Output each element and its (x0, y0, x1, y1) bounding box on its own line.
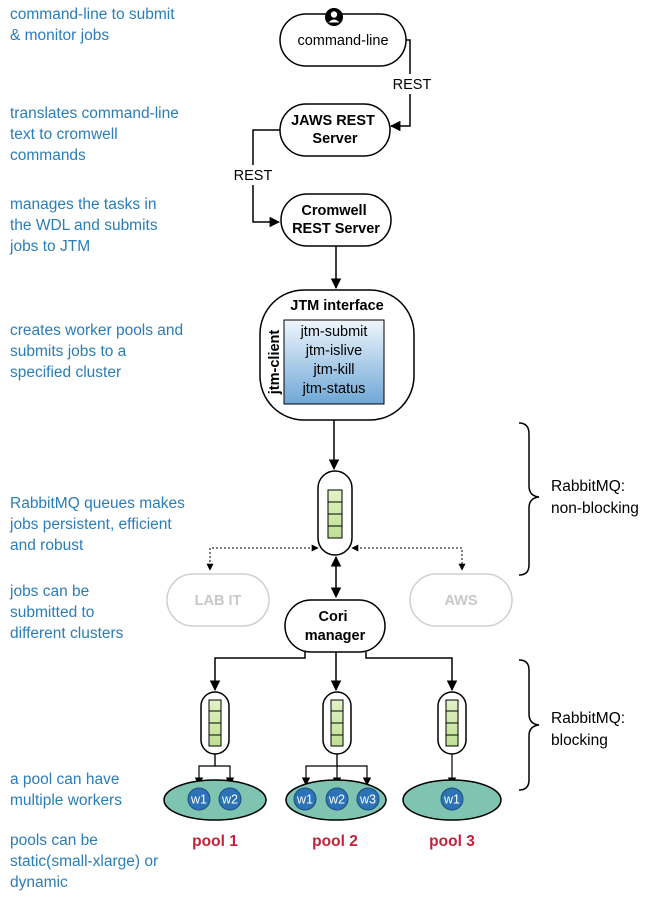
jtm-interface-title: JTM interface (290, 298, 383, 314)
description-clusters: jobs can be submitted to different clust… (9, 583, 124, 642)
jtm-client-label: jtm-client (267, 330, 283, 396)
pool-1-worker-2 (218, 787, 242, 811)
description-rabbitmq: RabbitMQ queues makes jobs persistent, e… (9, 495, 189, 554)
pool-3: w1 pool 3 (402, 691, 502, 850)
jtm-command-islive: jtm-islive (305, 343, 362, 359)
pool-1-worker-group (163, 779, 267, 821)
pool-3-label: pool 3 (429, 833, 475, 850)
lab-it-label: LAB IT (195, 593, 242, 609)
lab-it-node: LAB IT (166, 573, 270, 627)
pool-1: w1 w2 pool 1 (163, 691, 267, 850)
edge-label-bg (388, 74, 436, 94)
jtm-command-submit: jtm-submit (300, 324, 368, 340)
pool-2-worker-3-label: w3 (359, 793, 376, 807)
pool-2-worker-2 (325, 787, 349, 811)
aws-label: AWS (444, 593, 477, 609)
pool-2: w1 w2 w3 pool 2 (285, 691, 387, 850)
description-pool-types: pools can be static(small-xlarge) or dyn… (10, 832, 162, 891)
brace-blocking (518, 659, 540, 791)
rabbitmq-non-blocking-note: RabbitMQ: non-blocking (551, 478, 639, 517)
command-line-label: command-line (297, 33, 388, 49)
aws-node: AWS (409, 573, 513, 627)
pool-1-worker-2-label: w2 (221, 793, 238, 807)
description-jtm: creates worker pools and submits jobs to… (10, 322, 187, 381)
aws-box (409, 573, 513, 627)
rest-label-1: REST (393, 77, 432, 93)
jtm-command-status: jtm-status (302, 381, 366, 397)
edge-label-bg (229, 165, 277, 185)
jtm-command-list (283, 319, 385, 405)
pool-2-worker-1-label: w1 (296, 793, 313, 807)
jaws-server-box (279, 103, 391, 157)
cori-manager-box (284, 599, 386, 653)
cromwell-server-node: Cromwell REST Server (280, 193, 392, 247)
edge-cori-to-pool1 (209, 652, 306, 692)
pool-1-worker-1 (187, 787, 211, 811)
description-cromwell: manages the tasks in the WDL and submits… (9, 196, 162, 255)
pool-2-worker-1 (293, 787, 317, 811)
jtm-interface-node: JTM interface jtm-client jtm-submit jtm-… (259, 289, 415, 421)
rest-label-2: REST (234, 168, 273, 184)
edge-cori-to-pool3 (365, 652, 458, 692)
description-column: command-line to submit & monitor jobs tr… (9, 6, 189, 891)
pool-3-worker-1 (440, 787, 464, 811)
cromwell-server-label: Cromwell REST Server (292, 203, 380, 237)
jaws-server-label: JAWS REST Server (291, 113, 379, 147)
lab-it-box (166, 573, 270, 627)
jtm-command-kill: jtm-kill (312, 362, 354, 378)
cromwell-server-box (280, 193, 392, 247)
jaws-rest-server-node: JAWS REST Server (279, 103, 391, 157)
pool-1-worker-1-label: w1 (190, 793, 207, 807)
command-line-node: command-line (279, 8, 407, 67)
edge-queue-to-labit (206, 544, 319, 571)
main-queue (317, 470, 353, 556)
pool-2-label: pool 2 (312, 833, 358, 850)
cori-manager-node: Cori manager (284, 599, 386, 653)
pool-3-worker-1-label: w1 (443, 793, 460, 807)
description-jaws-server: translates command-line text to cromwell… (10, 105, 183, 164)
user-icon (325, 8, 343, 26)
description-pool-workers: a pool can have multiple workers (10, 771, 124, 809)
cori-manager-label: Cori manager (305, 609, 366, 644)
pool-1-label: pool 1 (192, 833, 238, 850)
pool-2-worker-3 (356, 787, 380, 811)
rabbitmq-blocking-note: RabbitMQ: blocking (551, 710, 629, 749)
description-command-line: command-line to submit & monitor jobs (10, 6, 179, 44)
edge-queue-to-aws (351, 544, 466, 571)
brace-non-blocking (518, 422, 540, 576)
pool-2-worker-2-label: w2 (328, 793, 345, 807)
